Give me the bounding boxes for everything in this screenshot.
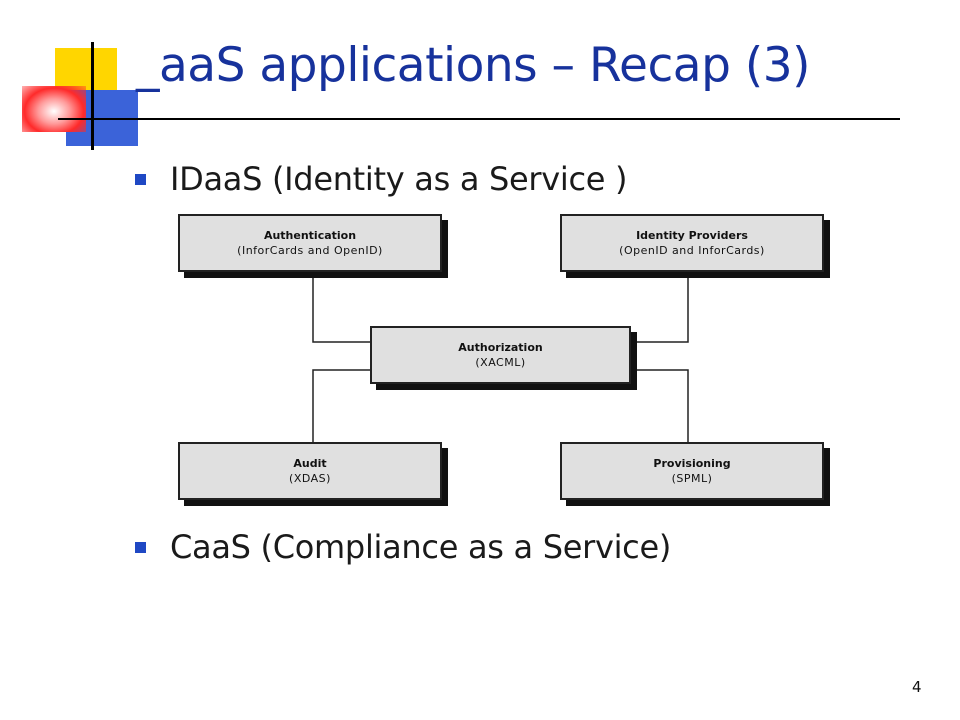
connector-identity-providers-authorization [631, 270, 689, 343]
node-title: Provisioning [653, 457, 731, 470]
bullet-square-icon [135, 541, 146, 553]
connector-authentication-authorization [312, 270, 370, 343]
idaas-diagram: Authentication (InforCards and OpenID) I… [178, 214, 838, 514]
node-title: Authorization [458, 341, 543, 354]
logo-vertical-line [91, 42, 94, 150]
node-authorization: Authorization (XACML) [370, 326, 631, 384]
node-title: Authentication [263, 229, 357, 242]
node-subtitle: (InforCards and OpenID) [237, 244, 383, 257]
bullet-label: IDaaS (Identity as a Service ) [170, 160, 628, 198]
logo-red-glow [22, 86, 86, 132]
slide-title: _aaS applications – Recap (3) [136, 38, 810, 93]
bullet-label: CaaS (Compliance as a Service) [170, 528, 672, 566]
title-underline [58, 118, 900, 120]
diagram-connectors [312, 270, 689, 444]
node-subtitle: (XDAS) [289, 472, 331, 485]
node-audit: Audit (XDAS) [178, 442, 442, 500]
bullet-square-icon [135, 173, 146, 185]
bullet-caas: CaaS (Compliance as a Service) [135, 528, 671, 566]
node-subtitle: (OpenID and InforCards) [619, 244, 765, 257]
node-title: Audit [293, 457, 327, 470]
node-subtitle: (SPML) [671, 472, 713, 485]
bullet-idaas: IDaaS (Identity as a Service ) [135, 160, 628, 198]
node-authentication: Authentication (InforCards and OpenID) [178, 214, 442, 272]
page-number: 4 [912, 678, 922, 696]
node-provisioning: Provisioning (SPML) [560, 442, 824, 500]
node-identity-providers: Identity Providers (OpenID and InforCard… [560, 214, 824, 272]
node-title: Identity Providers [636, 229, 748, 242]
connector-provisioning-authorization [631, 369, 689, 444]
connector-audit-authorization [312, 369, 370, 444]
logo-squares-icon [0, 0, 150, 160]
node-subtitle: (XACML) [475, 356, 526, 369]
